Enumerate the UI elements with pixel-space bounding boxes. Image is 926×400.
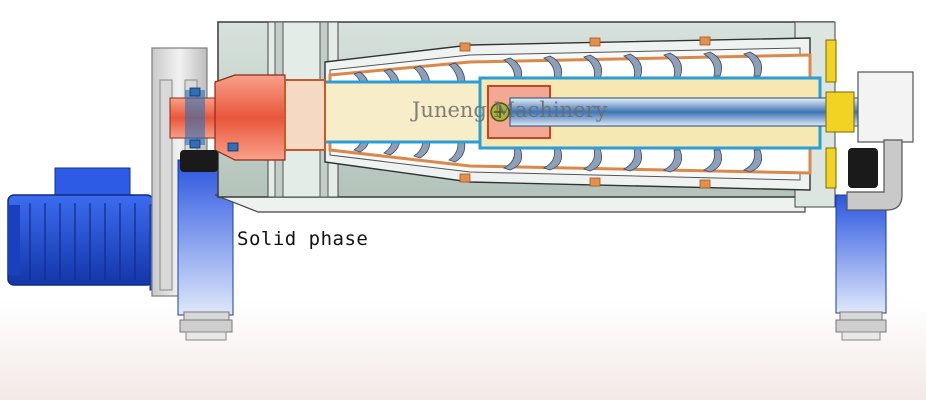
bearing-blocks	[189, 87, 239, 152]
discharge-elbow	[846, 139, 903, 211]
right-support-leg	[835, 194, 887, 341]
solid-phase-label: Solid phase	[237, 228, 369, 250]
right-bearing	[825, 39, 837, 189]
motor	[7, 167, 163, 291]
watermark: Juneng Machinery	[412, 98, 608, 122]
floor	[0, 300, 926, 400]
feed-pipe	[509, 71, 914, 143]
gearbox-hub	[169, 74, 326, 172]
